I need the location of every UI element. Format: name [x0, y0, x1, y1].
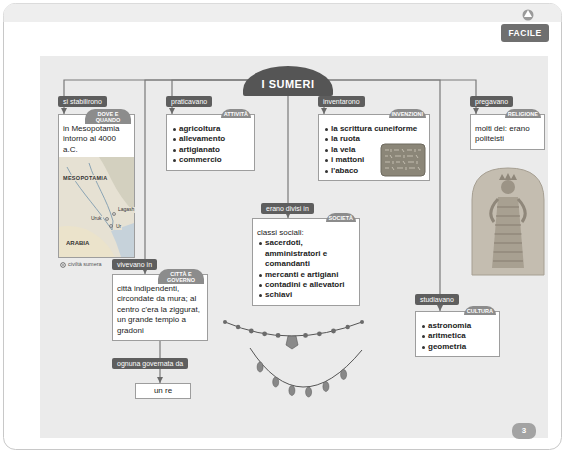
level-badge-shape — [501, 24, 549, 42]
node-text: ognuna governata da — [117, 359, 183, 368]
legend-text: civiltà sumera — [68, 261, 102, 268]
badge-icon — [524, 10, 532, 17]
content-box: CITTÀ E GOVERNOcittà indipendenti, circo… — [112, 274, 208, 341]
tab-heading: CULTURA — [464, 306, 496, 315]
tab-heading: RELIGIONE — [505, 109, 541, 118]
bullet-item: la scrittura cuneiforme — [323, 124, 425, 134]
content-box: ATTIVITÀagricolturaallevamentoartigianat… — [166, 114, 255, 171]
level-badge: FACILE — [501, 28, 549, 39]
map-label: Ur — [115, 224, 122, 230]
bullet-item: sacerdoti, amministratori e comandanti — [257, 238, 355, 269]
branch-label: praticavano — [166, 96, 212, 107]
bullet-item: i mattoni — [323, 155, 425, 165]
connector — [287, 96, 288, 203]
node-text: inventarono — [323, 97, 360, 106]
bullet-item: commercio — [171, 155, 250, 165]
node-text: I SUMERI — [262, 78, 315, 90]
node-text: studiavano — [420, 295, 454, 304]
header-band — [4, 4, 562, 23]
legend-symbol — [60, 262, 66, 268]
tab-heading: ATTIVITÀ — [221, 109, 251, 118]
branch-label: erano divisi in — [261, 203, 314, 214]
node-text: praticavano — [171, 97, 207, 106]
node-text: classi sociali: — [257, 228, 355, 238]
content-box: INVENZIONIla scrittura cuneiformela ruot… — [318, 114, 430, 181]
branch-label: studiavano — [415, 294, 459, 305]
node-text: si stabilirono — [63, 97, 102, 106]
node-text: pregavano — [475, 97, 508, 106]
necklace-illustration — [223, 320, 364, 397]
bullet-item: allevamento — [171, 134, 250, 144]
bullet-item: contadini e allevatori — [257, 280, 355, 290]
panel — [40, 56, 548, 438]
badge-icon — [523, 10, 534, 21]
branch-label: vivevano in — [112, 259, 157, 270]
bullet-item: astronomia — [420, 321, 495, 331]
connector — [171, 107, 172, 114]
map-label: MESOPOTAMIA — [62, 175, 108, 181]
bullet-item: artigianato — [171, 145, 250, 155]
node-text: erano divisi in — [266, 204, 309, 213]
node-text: città indipendenti, circondate da mura; … — [117, 284, 203, 336]
page-number-shape — [512, 423, 536, 439]
branch-label: ognuna governata da — [112, 358, 188, 369]
map-label: Uruk — [90, 216, 103, 222]
content-box: DOVE E QUANDOin Mesopotamia intorno al 4… — [58, 114, 135, 258]
bullet-item: schiavi — [257, 290, 355, 300]
bullet-item: aritmetica — [420, 331, 495, 341]
connector — [325, 80, 476, 96]
node-text: in Mesopotamia intorno al 4000 a.C. — [63, 124, 130, 155]
map-label: ARABIA — [65, 240, 90, 247]
bullet-item: l'abaco — [323, 166, 425, 176]
page-number: 3 — [512, 426, 536, 436]
content-box: SOCIETÀclassi sociali:sacerdoti, amminis… — [252, 218, 360, 306]
connector — [159, 369, 160, 383]
connector — [475, 107, 476, 114]
bullet-item: geometria — [420, 342, 495, 352]
legend-item: civiltà sumera — [60, 261, 102, 268]
content-box: RELIGIONEmolti dei: erano politeisti — [470, 114, 545, 150]
content-box: CULTURAastronomiaaritmeticageometria — [415, 311, 500, 357]
bullet-item: agricoltura — [171, 124, 250, 134]
node-text: un re — [140, 386, 186, 396]
map-label: Lagash — [117, 207, 135, 213]
connector — [64, 80, 251, 96]
page-frame — [4, 4, 562, 450]
tab-heading: INVENZIONI — [389, 109, 426, 118]
result-box: un re — [135, 383, 191, 399]
branch-label: pregavano — [470, 96, 513, 107]
bullet-item: la vela — [323, 145, 425, 155]
bullet-item: mercanti e artigiani — [257, 270, 355, 280]
node-text: vivevano in — [117, 260, 152, 269]
connector — [63, 107, 64, 114]
connector — [323, 107, 324, 114]
connector — [172, 80, 251, 96]
tab-heading: DOVE E QUANDO — [85, 109, 131, 124]
tab-heading: SOCIETÀ — [326, 213, 356, 222]
connector — [159, 341, 160, 358]
node-text: molti dei: erano politeisti — [475, 124, 540, 145]
bullet-item: la ruota — [323, 134, 425, 144]
statue-illustration — [472, 168, 544, 275]
branch-label: si stabilirono — [58, 96, 107, 107]
tab-heading: CITTÀ E GOVERNO — [158, 269, 204, 284]
tablet-illustration — [380, 143, 426, 177]
branch-label: inventarono — [318, 96, 365, 107]
